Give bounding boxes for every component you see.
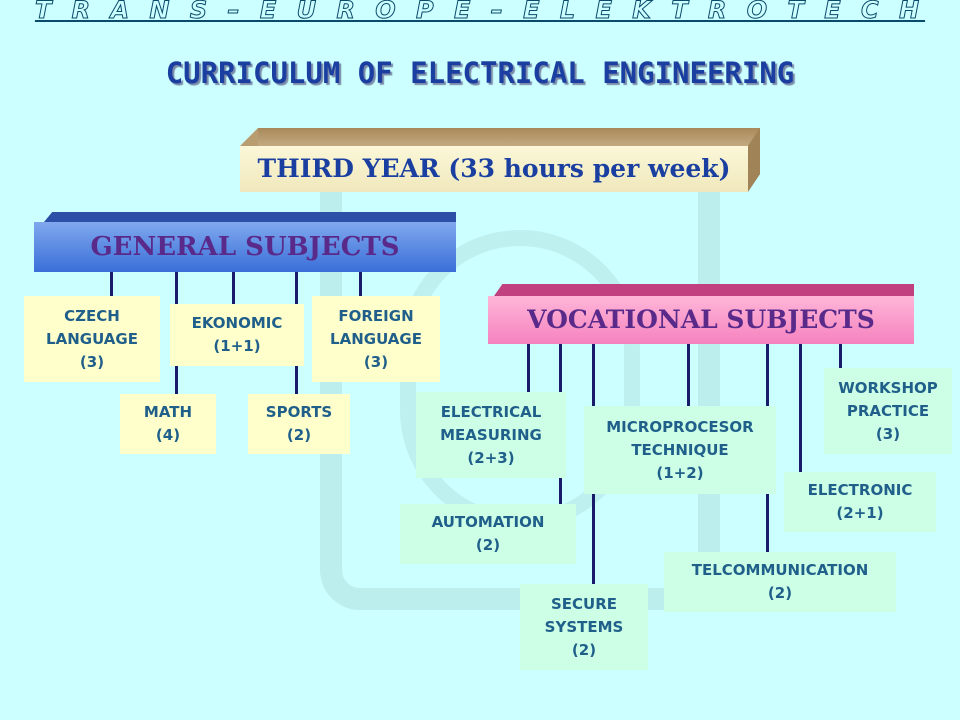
connector-electronic (799, 344, 802, 472)
subject-math: MATH (4) (120, 394, 216, 454)
subject-name: EKONOMIC (191, 314, 283, 332)
subject-hours: (3) (363, 352, 389, 371)
subject-foreign-language: FOREIGN LANGUAGE (3) (312, 296, 440, 382)
vocational-header-top-face (494, 284, 914, 296)
connector-micro (687, 344, 690, 408)
subject-hours: (1+2) (656, 463, 704, 482)
vocational-subjects-label: VOCATIONAL SUBJECTS (527, 305, 875, 334)
subject-name: SECURE (550, 594, 618, 613)
subject-hours: (1+1) (213, 337, 261, 355)
subject-electrical-measuring: ELECTRICAL MEASURING (2+3) (416, 392, 566, 478)
subject-hours: (3) (875, 424, 901, 443)
subject-name: ELECTRICAL (440, 402, 542, 421)
subject-name: TECHNIQUE (631, 440, 729, 459)
subject-hours: (4) (155, 426, 181, 444)
subject-name: MEASURING (440, 425, 542, 444)
subject-hours: (2+3) (467, 448, 515, 467)
general-subjects-header (34, 222, 456, 272)
subject-hours: (2) (475, 536, 501, 554)
connector-measuring (527, 344, 530, 392)
company-name: T R A N S – E U R O P E – E L E K T R O … (34, 0, 926, 25)
subject-secure-systems: SECURE SYSTEMS (2) (520, 584, 648, 670)
vocational-subjects-header (488, 296, 914, 344)
connector-ekonomic (232, 272, 235, 306)
subject-name: SPORTS (265, 403, 333, 421)
subject-name: AUTOMATION (431, 513, 545, 531)
year-label: THIRD YEAR (33 hours per week) (257, 154, 731, 183)
subject-name: FOREIGN (338, 306, 414, 325)
subject-hours: (2+1) (836, 504, 884, 522)
subject-name: MICROPROCESOR (606, 417, 754, 436)
subject-name: LANGUAGE (46, 329, 138, 348)
year-box (240, 146, 748, 192)
subject-hours: (3) (79, 352, 105, 371)
subject-hours: (2) (767, 584, 793, 602)
general-subjects-label: GENERAL SUBJECTS (90, 232, 400, 262)
subject-name: WORKSHOP (838, 378, 938, 397)
connector-czech (110, 272, 113, 298)
subject-name: LANGUAGE (330, 329, 422, 348)
connector-foreign (359, 272, 362, 298)
year-box-side-face (748, 128, 760, 192)
subject-name: PRACTICE (846, 401, 930, 420)
subject-workshop-practice: WORKSHOP PRACTICE (3) (824, 368, 952, 454)
subject-name: TELCOMMUNICATION (691, 561, 869, 579)
year-box-bevel (240, 128, 258, 146)
subject-hours: (2) (571, 640, 597, 659)
subject-name: MATH (143, 403, 193, 421)
subject-sports: SPORTS (2) (248, 394, 350, 454)
subject-hours: (2) (286, 426, 312, 444)
subject-ekonomic: EKONOMIC (1+1) (170, 304, 304, 366)
subject-telcommunication: TELCOMMUNICATION (2) (664, 552, 896, 612)
subject-czech-language: CZECH LANGUAGE (3) (24, 296, 160, 382)
subject-name: ELECTRONIC (807, 481, 913, 499)
subject-name: CZECH (64, 306, 120, 325)
subject-automation: AUTOMATION (2) (400, 504, 576, 564)
year-box-top-face (258, 128, 760, 146)
general-header-top-face (44, 212, 456, 222)
connector-workshop (839, 344, 842, 368)
subject-name: SYSTEMS (544, 617, 624, 636)
subject-electronic: ELECTRONIC (2+1) (784, 472, 936, 532)
page-title: CURRICULUM OF ELECTRICAL ENGINEERING (165, 56, 795, 90)
subject-microprocesor-technique: MICROPROCESOR TECHNIQUE (1+2) (584, 406, 776, 494)
